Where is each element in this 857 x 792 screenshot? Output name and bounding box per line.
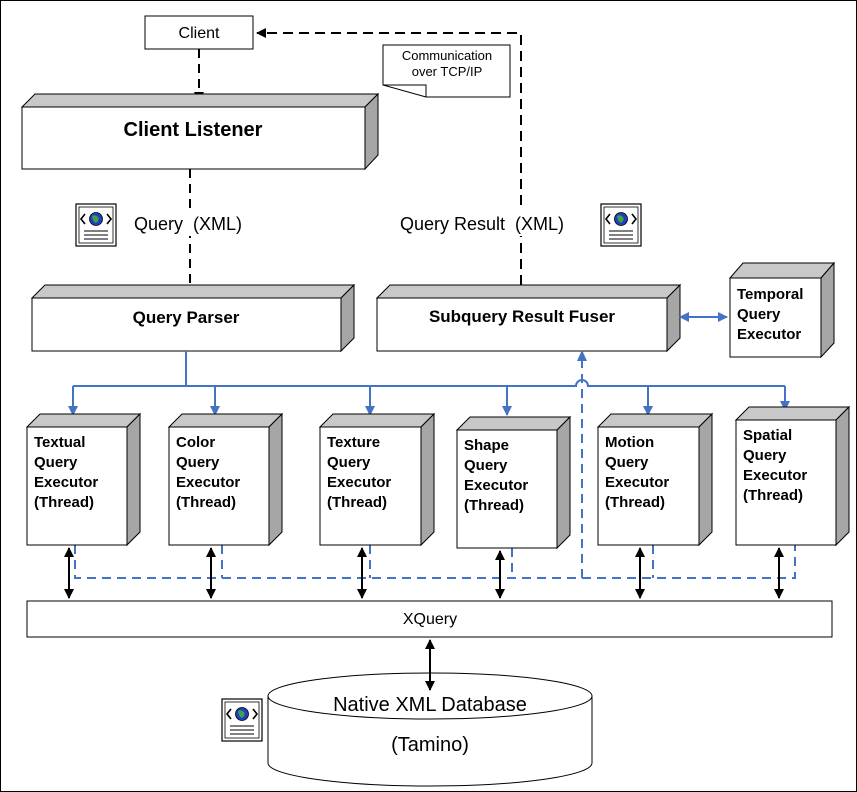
note-line-1: Communication xyxy=(402,48,492,63)
database-label: Native XML Database xyxy=(333,694,527,716)
textual-executor-line-3: Executor xyxy=(34,474,98,491)
temporal-line-3: Executor xyxy=(737,326,801,343)
textual-executor-line-4: (Thread) xyxy=(34,494,94,511)
xquery-box: XQuery xyxy=(26,600,833,638)
client-listener-box: Client Listener xyxy=(20,92,380,171)
xml-document-icon xyxy=(600,203,642,247)
result-to-client-arrow xyxy=(256,28,522,285)
shape-executor-line-1: Shape xyxy=(464,437,509,454)
note-line-2: over TCP/IP xyxy=(412,64,483,79)
texture-executor-line-3: Executor xyxy=(327,474,391,491)
texture-executor-line-4: (Thread) xyxy=(327,494,387,511)
xml-document-icon xyxy=(75,203,117,247)
native-xml-database: Native XML Database (Tamino) xyxy=(267,672,593,787)
client-box: Client xyxy=(144,15,254,50)
result-collection-lines xyxy=(74,355,796,579)
texture-executor-line-2: Query xyxy=(327,454,371,471)
color-executor-line-2: Query xyxy=(176,454,220,471)
texture-executor-line-1: Texture xyxy=(327,434,380,451)
temporal-line-1: Temporal xyxy=(737,286,803,303)
fuser-label: Subquery Result Fuser xyxy=(429,307,615,326)
shape-executor-line-3: Executor xyxy=(464,477,528,494)
motion-executor-line-4: (Thread) xyxy=(605,494,665,511)
color-executor-line-3: Executor xyxy=(176,474,240,491)
query-result-xml-label: Query Result (XML) xyxy=(400,214,564,234)
shape-executor-line-2: Query xyxy=(464,457,508,474)
color-executor-line-1: Color xyxy=(176,434,215,451)
query-parser-box: Query Parser xyxy=(30,283,356,353)
query-xml-label: Query (XML) xyxy=(134,214,242,234)
textual-executor-line-2: Query xyxy=(34,454,78,471)
subquery-result-fuser-box: Subquery Result Fuser xyxy=(375,283,682,353)
motion-executor-line-1: Motion xyxy=(605,434,654,451)
client-label: Client xyxy=(179,25,220,42)
client-listener-label: Client Listener xyxy=(124,119,263,141)
temporal-query-executor-box: Temporal Query Executor xyxy=(728,261,836,359)
xquery-label: XQuery xyxy=(403,611,457,628)
xml-document-icon xyxy=(221,698,263,742)
executor-group: TextualQueryExecutor(Thread)ColorQueryEx… xyxy=(25,405,851,550)
database-sublabel: (Tamino) xyxy=(391,734,469,756)
spatial-executor-line-2: Query xyxy=(743,447,787,464)
spatial-executor-line-3: Executor xyxy=(743,467,807,484)
motion-executor-line-2: Query xyxy=(605,454,649,471)
spatial-executor-line-4: (Thread) xyxy=(743,487,803,504)
fuser-input-arrowhead xyxy=(577,350,587,361)
executor-xquery-arrows xyxy=(64,547,784,599)
temporal-line-2: Query xyxy=(737,306,781,323)
spatial-executor-line-1: Spatial xyxy=(743,427,792,444)
shape-executor-line-4: (Thread) xyxy=(464,497,524,514)
textual-executor-line-1: Textual xyxy=(34,434,85,451)
color-executor-line-4: (Thread) xyxy=(176,494,236,511)
communication-note: Communication over TCP/IP xyxy=(382,44,511,98)
query-parser-label: Query Parser xyxy=(133,308,240,327)
motion-executor-line-3: Executor xyxy=(605,474,669,491)
